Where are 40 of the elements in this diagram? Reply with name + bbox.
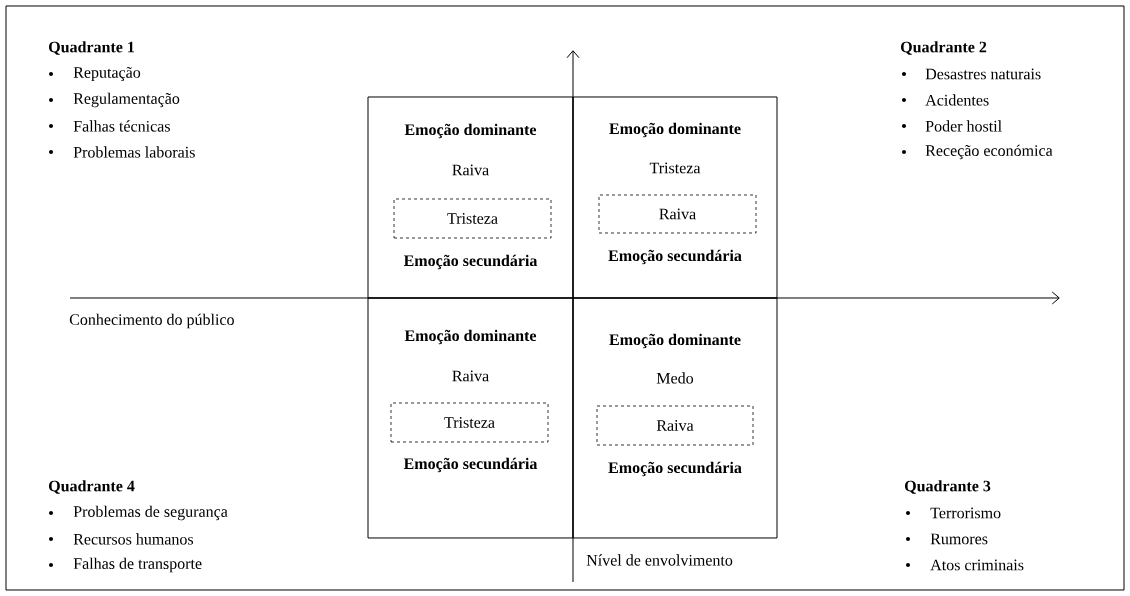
quadrant-cell	[367, 96, 574, 299]
list-item: Falhas técnicas	[73, 120, 170, 132]
emotion-text: Tristeza	[649, 162, 701, 174]
list-item: Atos criminais	[930, 559, 1024, 571]
quadrant-heading: Emoção secundária	[403, 254, 538, 270]
quadrant-heading: Emoção dominante	[609, 122, 741, 138]
list-item: Desastres naturais	[925, 68, 1041, 80]
dashed-box: Tristeza	[393, 198, 552, 239]
quadrant-cell	[572, 297, 778, 539]
emotion-text: Raiva	[452, 370, 489, 382]
quadrant-heading: Emoção secundária	[403, 457, 538, 473]
quadrant-title: Quadrante 4	[49, 480, 135, 494]
quadrant-heading: Emoção dominante	[609, 333, 741, 349]
quadrant-title: Quadrante 2	[901, 41, 987, 55]
list-item: Terrorismo	[930, 507, 1001, 519]
dashed-box: Tristeza	[390, 402, 549, 443]
list-item: Problemas laborais	[73, 146, 195, 158]
quadrant-title: Quadrante 1	[49, 41, 135, 55]
axis-label: Conhecimento do público	[69, 313, 234, 329]
quadrant-heading: Emoção dominante	[404, 123, 537, 139]
axis-label: Nível de envolvimento	[586, 554, 733, 566]
emotion-text: Raiva	[452, 164, 489, 176]
quadrant-heading: Emoção dominante	[404, 329, 537, 345]
quadrant-cell	[572, 96, 778, 299]
list-item: Problemas de segurança	[73, 505, 228, 521]
dashed-box: Raiva	[596, 405, 754, 446]
list-item: Acidentes	[925, 94, 989, 106]
quadrant-cell	[367, 297, 574, 539]
emotion-text: Medo	[656, 372, 694, 384]
quadrant-heading: Emoção secundária	[608, 249, 742, 265]
list-item: Falhas de transporte	[73, 557, 202, 573]
list-item: Regulamentação	[73, 92, 180, 108]
dashed-box: Raiva	[598, 194, 757, 234]
quadrant-heading: Emoção secundária	[608, 461, 742, 477]
list-item: Receção económica	[925, 144, 1053, 160]
list-item: Reputação	[73, 66, 141, 82]
quadrant-title: Quadrante 3	[905, 480, 991, 494]
list-item: Rumores	[930, 533, 988, 545]
list-item: Recursos humanos	[73, 533, 194, 545]
list-item: Poder hostil	[925, 120, 1002, 132]
